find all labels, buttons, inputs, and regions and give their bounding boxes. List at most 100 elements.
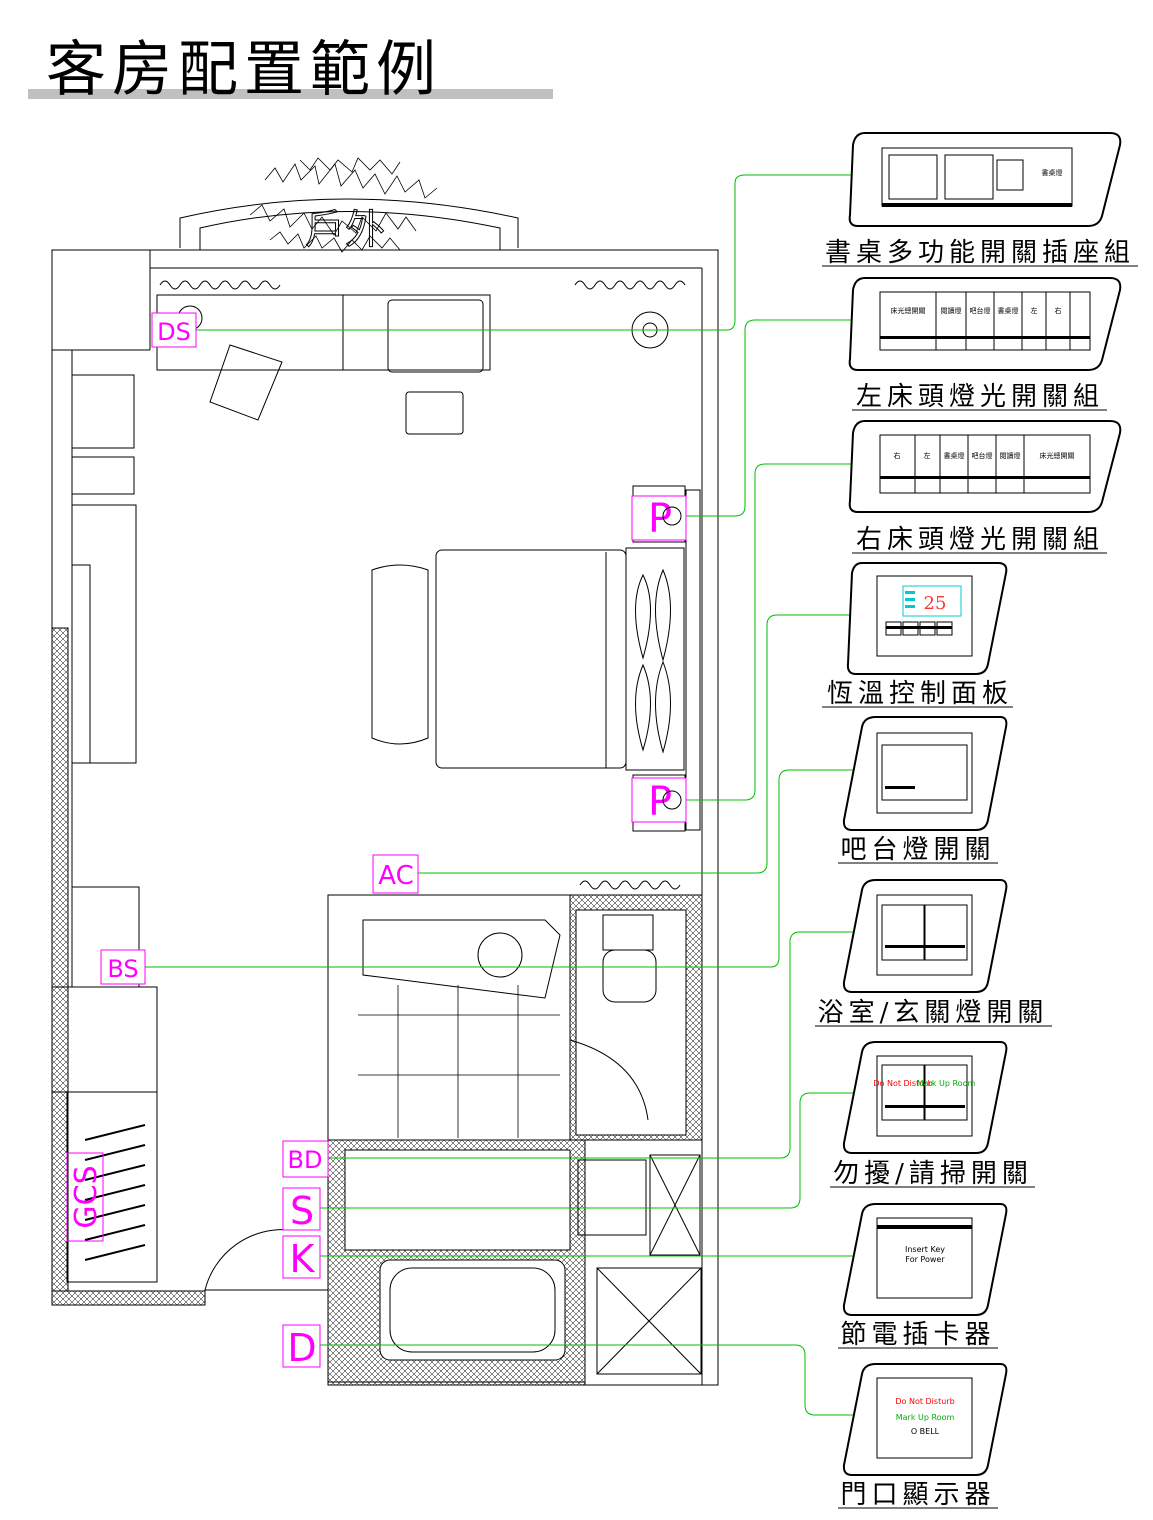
tag-box-bs [100,949,146,985]
key-label: 床光總開關 [1040,451,1075,460]
panel-plate [879,434,1091,494]
panel-shadow [882,203,1072,207]
key-label: 閱讀燈 [1000,451,1021,460]
plant-foliage [249,157,438,253]
panel-caption: 勿擾/請掃開關 [833,1159,1033,1189]
key-label: 右 [1055,306,1062,315]
bathroom-vanity [327,894,571,1141]
key-label: 右 [894,451,901,460]
panel-caption: 右床頭燈光開關組 [856,525,1104,555]
thermostat-display [902,585,962,617]
panel-column: 書桌燈 書桌多功能開關插座組 床光總開關 閱讀燈 吧台燈 書桌燈 左 右 [815,132,1138,1510]
key-label: 書桌燈 [944,451,965,460]
dnd-indicator: Do Not Disturb [895,1397,954,1406]
armchair [387,299,484,373]
leader-d [320,1344,865,1416]
panel-bar-light: 吧台燈開關 [838,716,1008,865]
ottoman [405,391,464,435]
tag-ac: AC [378,861,413,891]
panel-plate [881,147,1073,207]
tag-bd: BD [288,1146,323,1174]
leader-bd [328,931,862,1159]
outlet-socket-icon [944,154,994,200]
tag-k: K [290,1237,316,1281]
shaft [649,1154,701,1256]
panel-keys [880,292,1090,350]
tag-box-p-bottom [631,777,687,823]
mur-label: Mark Up Room [917,1079,976,1088]
headboard [625,547,685,771]
for-power-label: For Power [905,1255,945,1264]
mur-indicator: Mark Up Room [896,1413,955,1422]
tag-s: S [290,1189,314,1233]
floor-tiles [358,985,560,1138]
balcony-inner [199,211,501,250]
tag-d: D [287,1326,316,1370]
shaft-x [649,1154,701,1256]
thermo-icons [905,591,915,608]
panel-caption: 門口顯示器 [840,1480,995,1510]
bathtub-inner [389,1267,556,1353]
panel-caption: 書桌多功能開關插座組 [825,238,1135,268]
cabinet [71,374,135,449]
tag-bs: BS [107,955,138,983]
panel-right-bedside: 右 左 書桌燈 吧台燈 閱讀燈 床光總開關 右床頭燈光開關組 [848,420,1122,555]
balcony [179,198,519,248]
curtain [159,280,281,290]
outlet-socket-icon [888,154,938,200]
title-underline-bar [28,89,553,99]
key-label: 吧台燈 [972,451,993,460]
pillow [655,568,671,662]
rocker-key [881,744,968,801]
panel-caption: 節電插卡器 [840,1320,995,1350]
panel-thermostat: 25 恆溫控制面板 [822,562,1013,709]
key-label: 書桌燈 [998,306,1019,315]
door-swing [569,1039,649,1121]
panel-key-card: Insert Key For Power 節電插卡器 [838,1203,1008,1350]
thermo-buttons [885,621,953,636]
leader-ac [418,614,865,874]
desk-chair [209,344,283,421]
bath-floor [344,1149,571,1251]
panel-dnd-makeup: Do Not Disturb Mark Up Room 勿擾/請掃開關 [830,1041,1035,1189]
pillow [635,663,651,752]
shaft-2 [596,1267,702,1375]
outlet-symbol [662,506,682,526]
panel-caption: 恆溫控制面板 [827,679,1013,709]
tag-box-gcs [66,1152,104,1242]
leader-bs [145,769,862,968]
pillow [635,573,651,660]
door-swing [204,1229,291,1291]
leader-p-top [685,319,865,517]
cabinet-shelf [71,564,91,764]
shaft-x [596,1267,702,1375]
tag-p-top: P [648,496,672,542]
tag-box-p-top [631,495,687,541]
data-port-icon [996,159,1024,191]
tag-box-s [282,1187,321,1231]
panel-desk-multifunction: 書桌燈 書桌多功能開關插座組 [822,132,1138,268]
closet-hangers [84,1124,146,1261]
panel-keys [880,435,1090,493]
wall-outlet-strip [685,489,701,831]
rocker-indicator [885,1105,965,1108]
tag-ds: DS [157,318,191,346]
tag-box-k [282,1235,321,1279]
rocker-key [924,904,968,961]
page-title: 客房配置範例 [46,35,442,105]
bench [371,564,429,745]
leader-lines [145,174,865,1416]
outlet-symbol [662,790,682,810]
panel-left-bedside: 床光總開關 閱讀燈 吧台燈 書桌燈 左 右 左床頭燈光開關組 [848,277,1122,412]
vanity-counter [362,919,561,999]
tag-box-ds [151,312,197,348]
bathtub [379,1259,566,1361]
rocker-key [881,1064,925,1121]
tag-box-bd [282,1140,329,1178]
rocker-indicator [885,786,915,789]
sink [477,932,523,978]
panel-plate [876,1377,973,1459]
leader-p-bottom [685,463,865,801]
rocker-indicator [885,945,965,948]
